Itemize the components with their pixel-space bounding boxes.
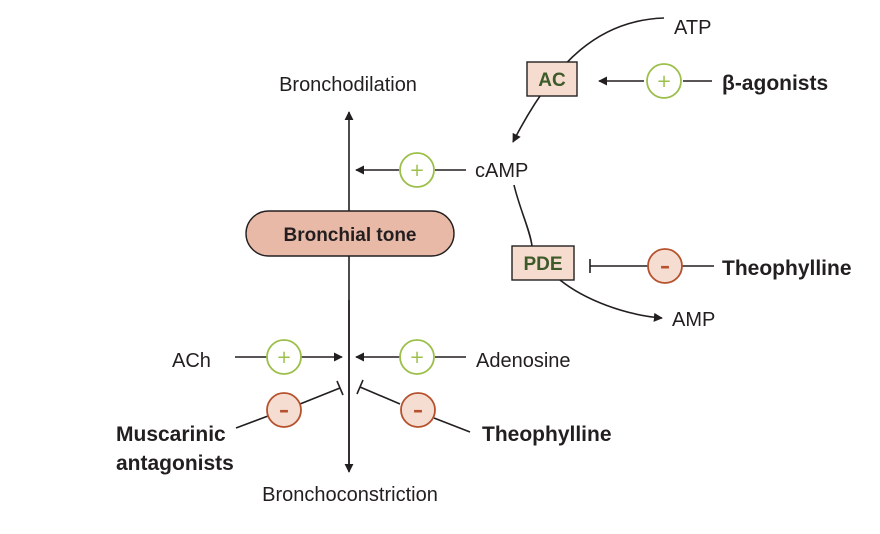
muscarinic-label-line1: Muscarinic bbox=[116, 423, 226, 446]
theophylline-pde-minus-icon: – bbox=[647, 248, 683, 284]
atp-to-camp-arrow bbox=[512, 17, 665, 143]
bronchial-tone-label: Bronchial tone bbox=[283, 225, 416, 246]
muscarinic-minus-icon: – bbox=[266, 392, 302, 428]
adenosine-label: Adenosine bbox=[476, 350, 571, 372]
svg-text:+: + bbox=[409, 160, 424, 181]
ach-plus-icon: + bbox=[266, 339, 302, 375]
svg-text:–: – bbox=[660, 254, 670, 278]
theophylline-adenosine-line bbox=[433, 417, 471, 433]
pde-box bbox=[511, 245, 575, 281]
pde-enzyme-box: PDE bbox=[511, 245, 575, 281]
muscarinic-line bbox=[235, 415, 269, 429]
adenosine-plus-icon: + bbox=[399, 339, 435, 375]
bronchial-tone-pill bbox=[245, 210, 455, 257]
pde-label: PDE bbox=[523, 254, 562, 275]
beta-agonist-plus-icon: + bbox=[646, 63, 682, 99]
bronchial-tone-node: Bronchial tone bbox=[245, 210, 455, 257]
theophylline-adenosine-minus-icon: – bbox=[400, 392, 436, 428]
amp-label: AMP bbox=[672, 309, 715, 331]
svg-text:+: + bbox=[656, 71, 671, 92]
theophylline-pde-label: Theophylline bbox=[722, 257, 852, 280]
bronchoconstriction-label: Bronchoconstriction bbox=[262, 484, 438, 506]
theophylline-adenosine-label: Theophylline bbox=[482, 423, 612, 446]
svg-text:–: – bbox=[279, 398, 289, 422]
bronchodilation-label: Bronchodilation bbox=[279, 74, 417, 96]
muscarinic-inhibit-line bbox=[299, 387, 341, 405]
beta-agonists-label: β-agonists bbox=[722, 72, 828, 95]
theophylline-adenosine-inhibit-bar bbox=[356, 379, 364, 395]
ac-box bbox=[526, 61, 578, 97]
muscarinic-label-line2: antagonists bbox=[116, 452, 234, 475]
pde-to-amp-arrow bbox=[559, 279, 663, 322]
theophylline-adenosine-inhibit-line bbox=[359, 386, 401, 405]
svg-text:+: + bbox=[409, 347, 424, 368]
muscarinic-inhibit-bar bbox=[336, 380, 344, 396]
camp-to-pde-line bbox=[513, 184, 533, 247]
atp-label: ATP bbox=[674, 17, 711, 39]
ac-enzyme-box: AC bbox=[526, 61, 578, 97]
svg-text:+: + bbox=[276, 347, 291, 368]
camp-plus-icon: + bbox=[399, 152, 435, 188]
ach-label: ACh bbox=[172, 350, 211, 372]
ac-label: AC bbox=[538, 70, 566, 91]
camp-label: cAMP bbox=[475, 160, 528, 182]
svg-text:–: – bbox=[413, 398, 423, 422]
